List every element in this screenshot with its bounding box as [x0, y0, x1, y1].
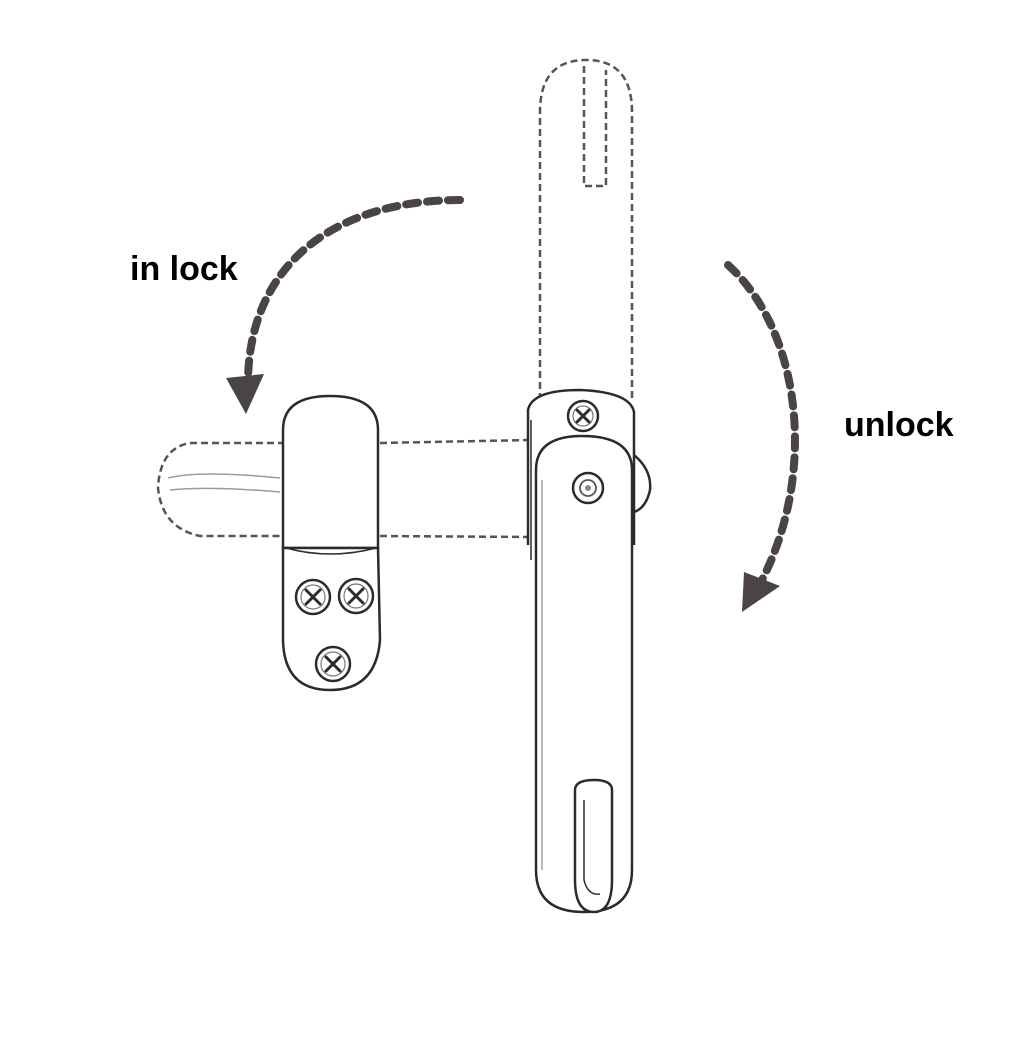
unlock-label: unlock — [844, 406, 954, 444]
ghost-handle-raised — [538, 58, 634, 400]
curved-dashed-arrow-clockwise-icon — [724, 261, 799, 612]
curved-dashed-arrow-counterclockwise-icon — [226, 196, 464, 414]
phillips-screw-icon — [314, 645, 352, 683]
in-lock-label: in lock — [130, 250, 238, 288]
phillips-screw-icon — [337, 577, 375, 615]
bolt-bar-shading — [167, 473, 281, 493]
pivot-rivet — [571, 471, 605, 505]
phillips-screw-icon — [566, 399, 600, 433]
ghost-bolt-bar — [156, 438, 531, 539]
phillips-screw-icon — [294, 578, 332, 616]
handle-tip-loop — [573, 778, 614, 914]
